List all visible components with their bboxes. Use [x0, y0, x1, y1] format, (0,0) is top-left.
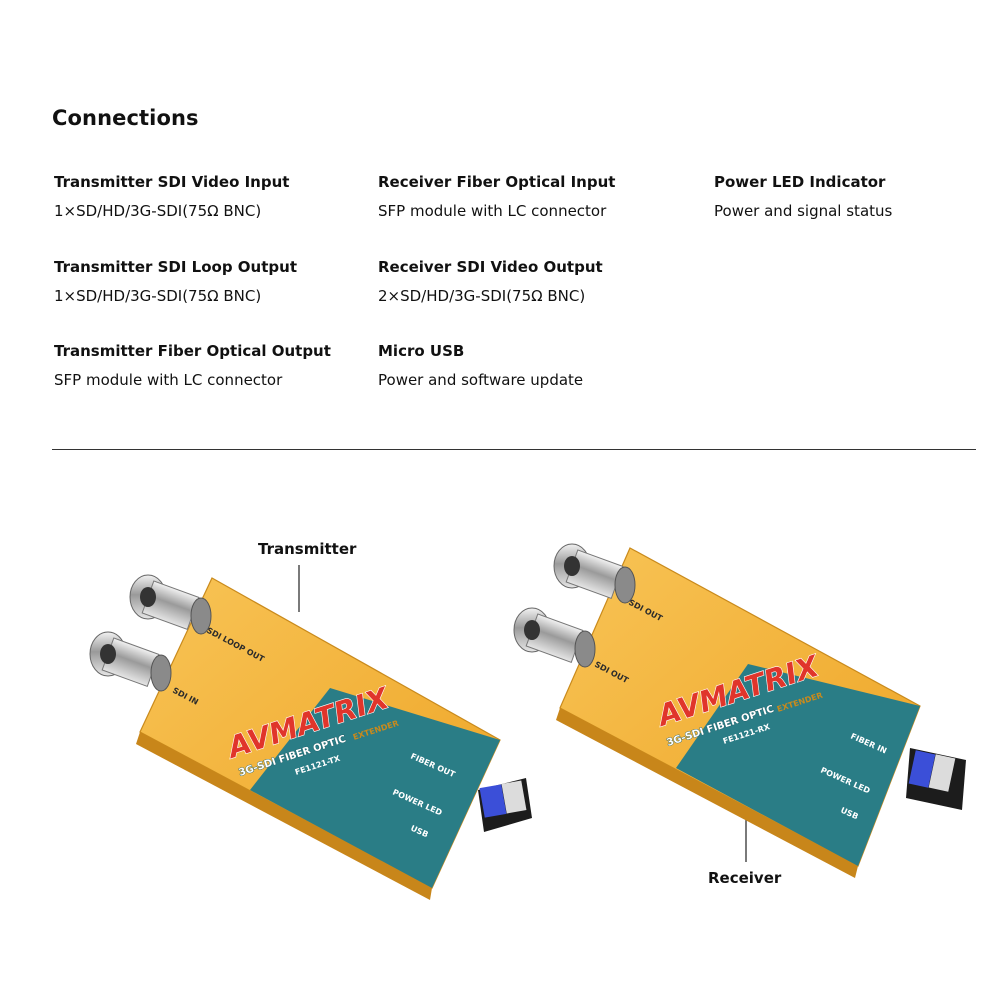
spec-micro-usb: Micro USB Power and software update [378, 341, 583, 390]
spec-label: Power LED Indicator [714, 173, 886, 191]
spec-power-led: Power LED Indicator Power and signal sta… [714, 172, 892, 221]
bnc-connector-icon [129, 574, 212, 635]
bnc-connector-icon [553, 543, 636, 604]
spec-rx-fiber-input: Receiver Fiber Optical Input SFP module … [378, 172, 615, 221]
spec-tx-sdi-loop: Transmitter SDI Loop Output 1×SD/HD/3G-S… [54, 257, 297, 306]
bnc-connector-icon [513, 607, 596, 668]
sfp-module-icon [906, 748, 966, 810]
spec-label: Receiver Fiber Optical Input [378, 173, 616, 191]
spec-label: Transmitter SDI Video Input [54, 173, 290, 191]
section-title: Connections [52, 106, 199, 130]
spec-label: Receiver SDI Video Output [378, 258, 603, 276]
receiver-housing [556, 547, 921, 878]
section-divider [52, 449, 976, 450]
bnc-connector-icon [89, 631, 172, 692]
spec-tx-sdi-input: Transmitter SDI Video Input 1×SD/HD/3G-S… [54, 172, 289, 221]
spec-value: SFP module with LC connector [54, 371, 283, 389]
spec-value: Power and software update [378, 371, 584, 389]
spec-label: Transmitter SDI Loop Output [54, 258, 297, 276]
spec-value: 1×SD/HD/3G-SDI(75Ω BNC) [54, 202, 262, 220]
spec-label: Micro USB [378, 342, 465, 360]
sfp-module-icon [478, 778, 532, 832]
spec-value: 2×SD/HD/3G-SDI(75Ω BNC) [378, 287, 586, 305]
receiver-callout: Receiver [708, 869, 782, 887]
spec-value: SFP module with LC connector [378, 202, 607, 220]
spec-value: Power and signal status [714, 202, 893, 220]
spec-label: Transmitter Fiber Optical Output [54, 342, 331, 360]
spec-tx-fiber-output: Transmitter Fiber Optical Output SFP mod… [54, 341, 331, 390]
transmitter-housing [136, 577, 501, 900]
spec-value: 1×SD/HD/3G-SDI(75Ω BNC) [54, 287, 262, 305]
transmitter-callout: Transmitter [258, 540, 357, 558]
spec-rx-sdi-output: Receiver SDI Video Output 2×SD/HD/3G-SDI… [378, 257, 603, 306]
